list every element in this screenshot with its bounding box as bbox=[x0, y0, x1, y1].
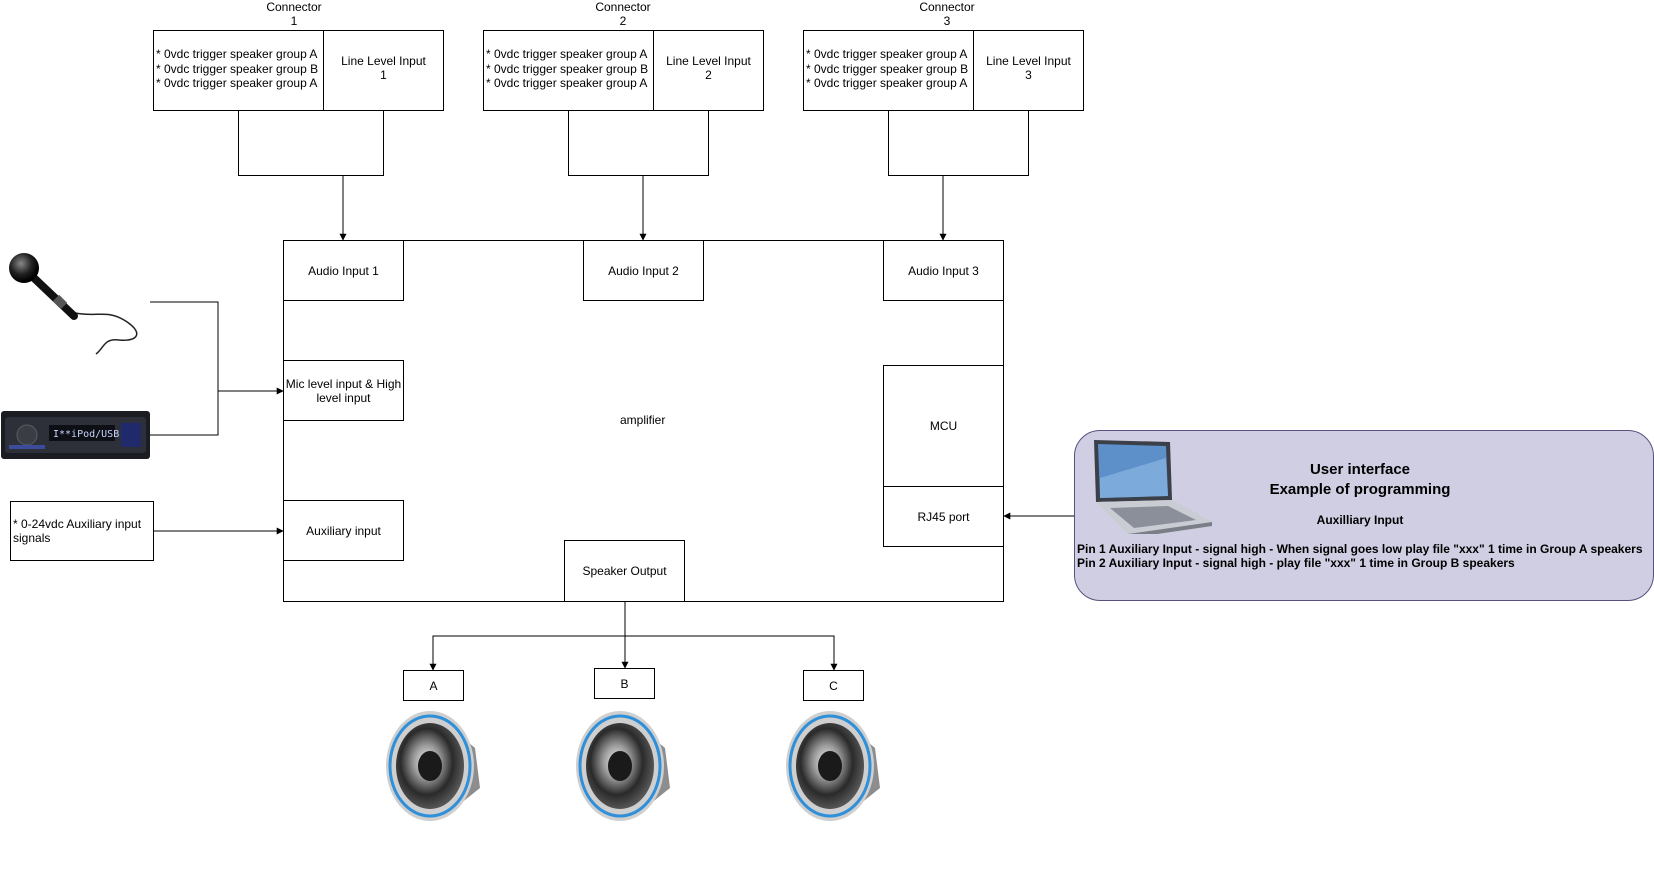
connector-label-line2: 2 bbox=[619, 14, 627, 28]
aux-signals-line1: * 0-24vdc Auxiliary input bbox=[13, 517, 142, 531]
amplifier-label: amplifier bbox=[620, 413, 666, 427]
ui-section-label: Auxilliary Input bbox=[1316, 513, 1404, 527]
mic-level-input: Mic level input & High level input bbox=[283, 360, 404, 421]
mcu-block: MCU bbox=[883, 365, 1004, 487]
rj45-port: RJ45 port bbox=[883, 486, 1004, 547]
trigger-line: * 0vdc trigger speaker group B bbox=[486, 61, 649, 76]
line-input-number: 3 bbox=[1025, 67, 1032, 82]
trigger-line: * 0vdc trigger speaker group A bbox=[806, 47, 968, 61]
trigger-line: * 0vdc trigger speaker group A bbox=[156, 47, 318, 61]
ui-title: User interface bbox=[1309, 461, 1411, 478]
aux-signals-box: * 0-24vdc Auxiliary input signals bbox=[10, 501, 154, 561]
line-input-number: 1 bbox=[380, 67, 387, 82]
line-input-label: Line Level Input bbox=[341, 53, 426, 68]
line-input-label: Line Level Input bbox=[986, 53, 1071, 68]
speaker-group-a: A bbox=[403, 670, 464, 701]
ui-subtitle: Example of programming bbox=[1269, 481, 1451, 498]
trigger-line: * 0vdc trigger speaker group B bbox=[806, 61, 969, 76]
connector-label-line1: Connector bbox=[919, 0, 975, 14]
pin-2-rule: Pin 2 Auxiliary Input - signal high - pl… bbox=[1077, 556, 1515, 570]
speaker-output: Speaker Output bbox=[564, 540, 685, 602]
connector-1-line-input: Line Level Input 1 bbox=[323, 30, 444, 111]
speaker-icon bbox=[386, 711, 480, 821]
laptop-icon bbox=[1094, 440, 1212, 534]
audio-input-1: Audio Input 1 bbox=[283, 240, 404, 301]
connector-3-triggers: * 0vdc trigger speaker group A * 0vdc tr… bbox=[803, 30, 974, 111]
trigger-line: * 0vdc trigger speaker group A bbox=[806, 76, 968, 90]
connector-1-plug bbox=[238, 110, 384, 176]
speaker-icon bbox=[786, 711, 880, 821]
mic-input-line1: Mic level input & High bbox=[285, 376, 402, 391]
connector-2-plug bbox=[568, 110, 709, 176]
audio-input-2: Audio Input 2 bbox=[583, 240, 704, 301]
connector-2-triggers: * 0vdc trigger speaker group A * 0vdc tr… bbox=[483, 30, 654, 111]
connector-2-label: Connector 2 bbox=[583, 0, 663, 28]
connector-1-triggers: * 0vdc trigger speaker group A * 0vdc tr… bbox=[153, 30, 324, 111]
connector-label-line2: 3 bbox=[943, 14, 951, 28]
auxiliary-input: Auxiliary input bbox=[283, 500, 404, 561]
microphone-icon bbox=[9, 253, 138, 355]
line-input-number: 2 bbox=[705, 67, 712, 82]
audio-input-3: Audio Input 3 bbox=[883, 240, 1004, 301]
line-input-label: Line Level Input bbox=[666, 53, 751, 68]
connector-3-plug bbox=[888, 110, 1029, 176]
connector-label-line1: Connector bbox=[266, 0, 322, 14]
trigger-line: * 0vdc trigger speaker group B bbox=[156, 61, 319, 76]
car-stereo-icon: I**iPod/USB bbox=[1, 411, 150, 459]
pin-1-rule: Pin 1 Auxiliary Input - signal high - Wh… bbox=[1077, 542, 1643, 556]
aux-signals-line2: signals bbox=[13, 531, 51, 545]
connector-label-line2: 1 bbox=[290, 14, 298, 28]
mic-input-line2: level input bbox=[316, 390, 371, 405]
connector-3-label: Connector 3 bbox=[907, 0, 987, 28]
svg-text:I**iPod/USB: I**iPod/USB bbox=[53, 429, 119, 440]
speaker-group-c: C bbox=[803, 670, 864, 701]
trigger-line: * 0vdc trigger speaker group A bbox=[486, 76, 648, 90]
connector-2-line-input: Line Level Input 2 bbox=[653, 30, 764, 111]
connector-1-label: Connector 1 bbox=[254, 0, 334, 28]
connector-label-line1: Connector bbox=[595, 0, 651, 14]
connector-3-line-input: Line Level Input 3 bbox=[973, 30, 1084, 111]
trigger-line: * 0vdc trigger speaker group A bbox=[486, 47, 648, 61]
speaker-group-b: B bbox=[594, 668, 655, 699]
trigger-line: * 0vdc trigger speaker group A bbox=[156, 76, 318, 90]
speaker-icon bbox=[576, 711, 670, 821]
